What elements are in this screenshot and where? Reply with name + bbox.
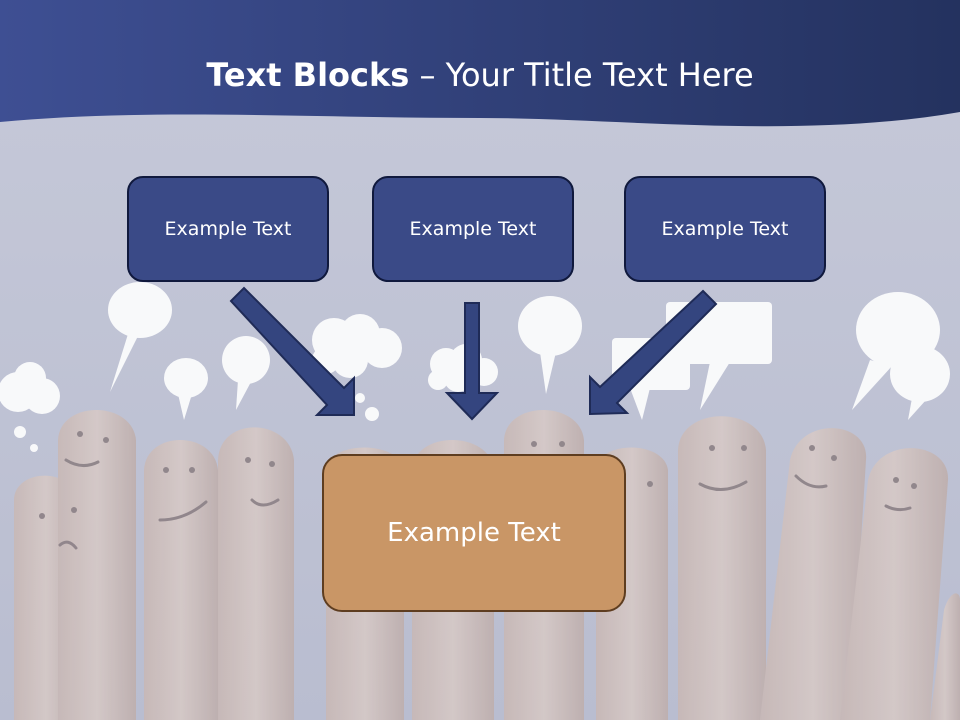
header-band xyxy=(0,0,960,127)
result-block: Example Text xyxy=(322,454,626,612)
speech-bubble-icon xyxy=(164,358,208,420)
thought-cloud-icon xyxy=(0,362,60,452)
finger-face-icon xyxy=(930,593,960,720)
text-block-3-label: Example Text xyxy=(661,218,789,240)
title-rest-part: Your Title Text Here xyxy=(445,56,754,94)
arrow-right-diagonal xyxy=(589,289,718,416)
finger-face-icon xyxy=(840,448,949,720)
text-block-1-label: Example Text xyxy=(164,218,292,240)
result-block-label: Example Text xyxy=(387,518,561,548)
arrow-left-diagonal xyxy=(229,286,355,416)
speech-bubble-icon xyxy=(222,336,270,410)
finger-face-icon xyxy=(678,416,766,720)
text-block-3: Example Text xyxy=(624,176,826,282)
speech-bubble-icon xyxy=(108,282,172,392)
speech-bubble-icon xyxy=(890,346,950,420)
speech-bubble-icon xyxy=(518,296,582,394)
thought-cloud-icon xyxy=(312,314,402,421)
text-block-2: Example Text xyxy=(372,176,574,282)
text-block-2-label: Example Text xyxy=(409,218,537,240)
title-dash: – xyxy=(409,56,446,94)
slide-title: Text Blocks – Your Title Text Here xyxy=(0,52,960,98)
text-block-1: Example Text xyxy=(127,176,329,282)
title-bold-part: Text Blocks xyxy=(206,56,410,94)
finger-face-icon xyxy=(760,428,867,720)
arrow-center-down xyxy=(444,302,500,421)
finger-face-icon xyxy=(58,410,136,720)
finger-face-icon xyxy=(144,440,218,720)
